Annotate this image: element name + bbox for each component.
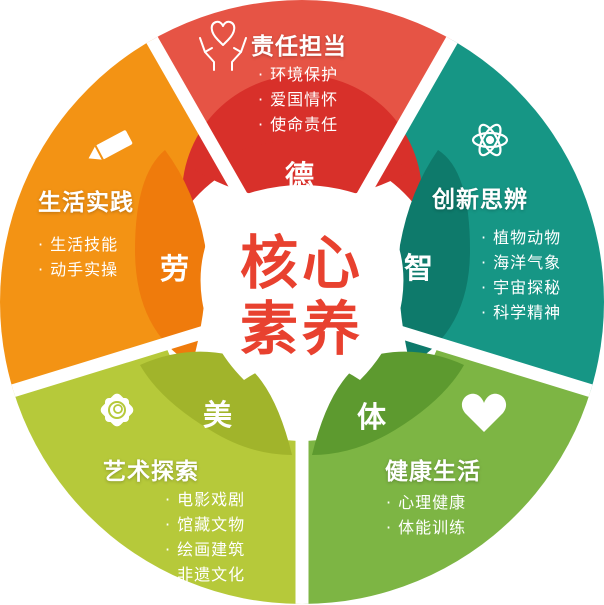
virtue-label-ti: 体: [357, 400, 387, 434]
segment-items-lao: 生活技能 动手实操: [38, 232, 118, 282]
segment-items-de: 环境保护 爱国情怀 使命责任: [258, 62, 338, 137]
core-title-line1: 核心: [239, 229, 364, 297]
list-item: 绘画建筑: [165, 537, 245, 562]
inner-ti: [312, 351, 464, 455]
virtue-label-lao: 劳: [160, 252, 190, 286]
list-item: 爱国情怀: [258, 87, 338, 112]
segment-items-mei: 电影戏剧 馆藏文物 绘画建筑 非遗文化: [165, 487, 245, 587]
inner-zhi: [398, 150, 470, 365]
list-item: 体能训练: [386, 515, 466, 540]
list-item: 动手实操: [38, 257, 118, 282]
segment-title-lao: 生活实践: [38, 190, 134, 216]
list-item: 心理健康: [386, 490, 466, 515]
inner-de: [195, 140, 412, 200]
list-item: 生活技能: [38, 232, 118, 257]
inner-lao: [135, 150, 207, 365]
segment-title-ti: 健康生活: [385, 459, 481, 485]
list-item: 电影戏剧: [165, 487, 245, 512]
virtue-label-mei: 美: [203, 398, 233, 432]
list-item: 宇宙探秘: [481, 275, 561, 300]
rose-icon: [100, 393, 134, 427]
pencil-icon: [88, 130, 133, 161]
segment-title-mei: 艺术探索: [103, 459, 199, 485]
list-item: 环境保护: [258, 62, 338, 87]
list-item: 非遗文化: [165, 562, 245, 587]
list-item: 使命责任: [258, 112, 338, 137]
heart-icon: [461, 393, 507, 432]
heart-in-hands-icon: [199, 20, 247, 71]
list-item: 海洋气象: [481, 250, 561, 275]
virtue-label-de: 德: [285, 159, 315, 193]
inner-mei: [140, 351, 292, 455]
segment-items-zhi: 植物动物 海洋气象 宇宙探秘 科学精神: [481, 225, 561, 325]
segment-title-zhi: 创新思辨: [432, 187, 528, 213]
list-item: 科学精神: [481, 300, 561, 325]
core-title: 核心 素养: [232, 230, 372, 362]
list-item: 馆藏文物: [165, 512, 245, 537]
core-title-line2: 素养: [239, 295, 364, 363]
segment-items-ti: 心理健康 体能训练: [386, 490, 466, 540]
segment-title-de: 责任担当: [251, 34, 347, 60]
atom-icon: [471, 123, 509, 157]
virtue-label-zhi: 智: [404, 251, 434, 285]
list-item: 植物动物: [481, 225, 561, 250]
